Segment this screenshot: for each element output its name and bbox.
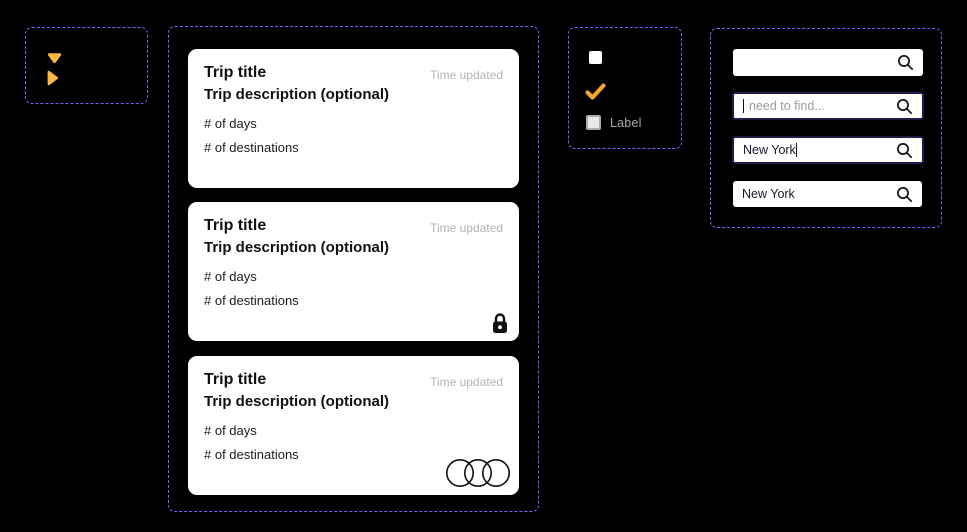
card-header: Trip title Time updated <box>204 62 503 84</box>
time-updated: Time updated <box>430 68 503 82</box>
square-icon[interactable] <box>589 51 602 64</box>
trip-card[interactable]: Trip title Time updated Trip description… <box>188 356 519 495</box>
search-icon[interactable] <box>896 142 913 159</box>
search-icon[interactable] <box>897 54 914 71</box>
trip-description: Trip description (optional) <box>204 239 389 256</box>
lock-icon <box>491 312 509 335</box>
caret-down-icon[interactable] <box>47 51 62 69</box>
trip-title: Trip title <box>204 64 267 81</box>
trip-cards-frame: Trip title Time updated Trip description… <box>168 26 539 512</box>
trip-destinations: # of destinations <box>204 447 299 462</box>
checkbox-icon[interactable] <box>586 115 601 130</box>
caret-component-frame <box>25 27 148 104</box>
trip-title: Trip title <box>204 217 267 234</box>
search-icon[interactable] <box>896 186 913 203</box>
search-input[interactable]: New York <box>733 181 922 207</box>
trip-card[interactable]: Trip title Time updated Trip description… <box>188 202 519 341</box>
trip-description: Trip description (optional) <box>204 86 389 103</box>
time-updated: Time updated <box>430 375 503 389</box>
card-header: Trip title Time updated <box>204 369 503 391</box>
trip-title: Trip title <box>204 371 267 388</box>
search-component-frame: need to find... New York Ne <box>710 28 942 228</box>
search-value: New York <box>743 143 796 157</box>
trip-description: Trip description (optional) <box>204 393 389 410</box>
search-input[interactable] <box>733 49 923 76</box>
text-cursor <box>795 143 797 157</box>
trip-card[interactable]: Trip title Time updated Trip description… <box>188 49 519 188</box>
labeled-checkbox[interactable]: Label <box>586 115 642 130</box>
check-icon[interactable] <box>584 82 607 101</box>
trip-days: # of days <box>204 116 257 131</box>
overlapping-circles-icon <box>445 456 513 490</box>
trip-days: # of days <box>204 423 257 438</box>
search-placeholder: need to find... <box>749 99 825 113</box>
search-value: New York <box>742 187 795 201</box>
trip-destinations: # of destinations <box>204 140 299 155</box>
checkbox-component-frame: Label <box>568 27 682 149</box>
search-icon[interactable] <box>896 98 913 115</box>
text-cursor <box>743 99 744 113</box>
trip-destinations: # of destinations <box>204 293 299 308</box>
caret-right-icon[interactable] <box>47 70 59 91</box>
checkbox-label: Label <box>610 115 642 130</box>
card-header: Trip title Time updated <box>204 215 503 237</box>
search-input[interactable]: New York <box>732 136 924 164</box>
time-updated: Time updated <box>430 221 503 235</box>
search-input[interactable]: need to find... <box>732 92 924 120</box>
trip-days: # of days <box>204 269 257 284</box>
